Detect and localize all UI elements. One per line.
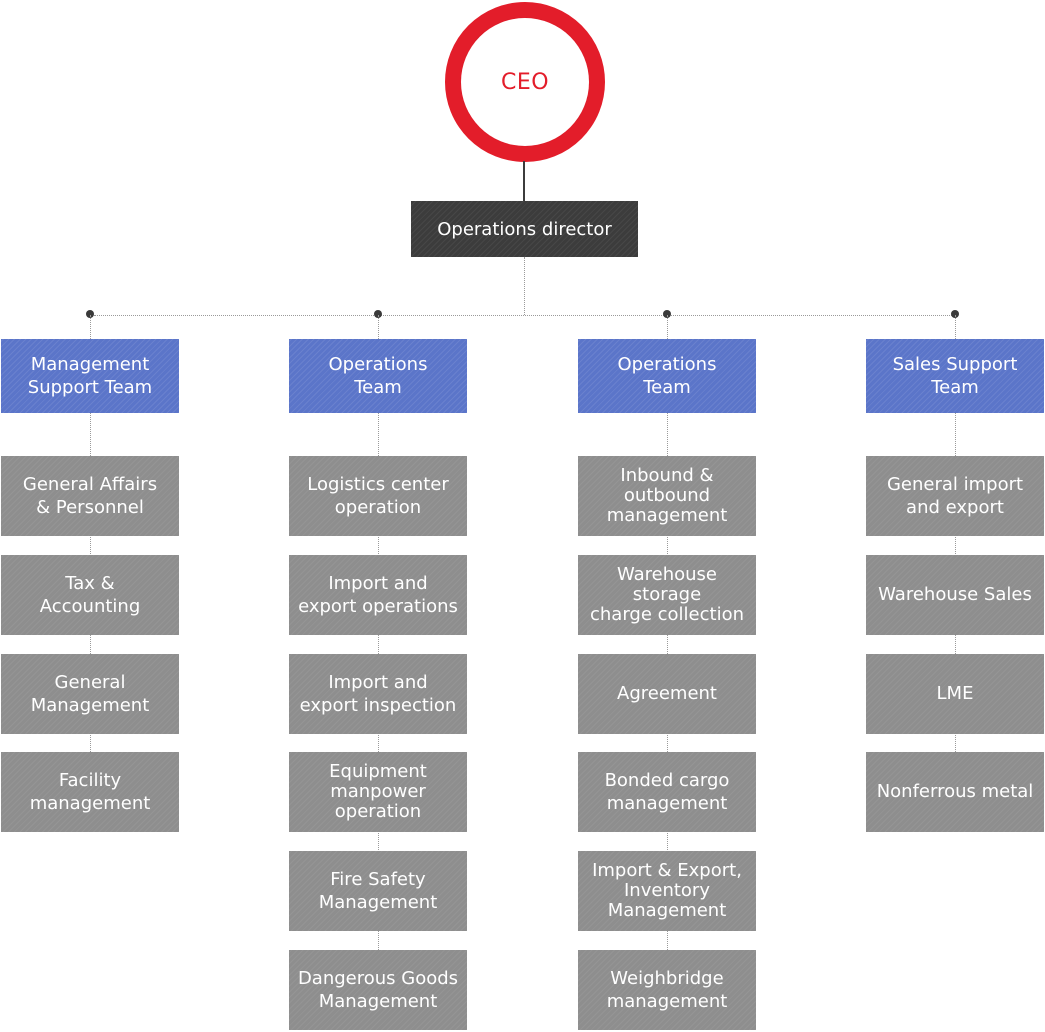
task-box: Import and export operations (289, 555, 467, 635)
task-box: Logistics center operation (289, 456, 467, 536)
team-connector-line (378, 315, 379, 339)
task-label: Warehouse storage charge collection (589, 564, 744, 625)
task-box: Facility management (1, 752, 179, 832)
team-box: Management Support Team (1, 339, 179, 413)
task-box: Equipment manpower operation (289, 752, 467, 832)
task-box: Tax & Accounting (1, 555, 179, 635)
task-label: Facility management (29, 769, 151, 814)
task-label: Tax & Accounting (39, 572, 141, 617)
team-box: Sales Support Team (866, 339, 1044, 413)
team-label: Operations Team (328, 353, 428, 398)
task-box: Nonferrous metal (866, 752, 1044, 832)
task-label: Inbound & outbound management (606, 465, 728, 526)
task-label: General import and export (886, 473, 1024, 518)
task-label: Equipment manpower operation (329, 761, 427, 822)
task-box: General Affairs & Personnel (1, 456, 179, 536)
task-label: General Management (30, 671, 150, 716)
team-connector-line (955, 315, 956, 339)
team-connector-dot (374, 310, 382, 318)
task-label: General Affairs & Personnel (22, 473, 158, 518)
task-label: Agreement (617, 683, 717, 705)
task-box: Import & Export, Inventory Management (578, 851, 756, 931)
team-connector-dot (86, 310, 94, 318)
task-label: Import and export operations (298, 572, 458, 617)
ceo-label: CEO (461, 18, 589, 146)
task-box: Fire Safety Management (289, 851, 467, 931)
task-label: Weighbridge management (606, 967, 728, 1012)
task-box: Bonded cargo management (578, 752, 756, 832)
ceo-node: CEO (445, 2, 605, 162)
task-label: Nonferrous metal (876, 781, 1034, 803)
team-label: Management Support Team (27, 353, 153, 398)
task-box: Weighbridge management (578, 950, 756, 1030)
team-connector-line (90, 315, 91, 339)
team-connector-dot (951, 310, 959, 318)
director-bus-connector (524, 257, 525, 315)
team-box: Operations Team (578, 339, 756, 413)
task-label: Dangerous Goods Management (297, 967, 459, 1012)
task-box: LME (866, 654, 1044, 734)
task-box: General import and export (866, 456, 1044, 536)
task-box: Inbound & outbound management (578, 456, 756, 536)
operations-director-node: Operations director (411, 201, 638, 257)
team-connector-dot (663, 310, 671, 318)
task-box: Warehouse Sales (866, 555, 1044, 635)
task-box: Agreement (578, 654, 756, 734)
team-bus-line (94, 315, 958, 316)
task-label: Bonded cargo management (604, 769, 730, 814)
team-connector-line (667, 315, 668, 339)
task-box: Dangerous Goods Management (289, 950, 467, 1030)
task-label: Import & Export, Inventory Management (592, 860, 742, 921)
task-label: Fire Safety Management (318, 868, 438, 913)
team-label: Sales Support Team (892, 353, 1018, 398)
task-box: General Management (1, 654, 179, 734)
team-box: Operations Team (289, 339, 467, 413)
ceo-director-connector (523, 161, 525, 202)
task-label: LME (936, 683, 974, 705)
task-label: Warehouse Sales (878, 584, 1032, 606)
task-box: Warehouse storage charge collection (578, 555, 756, 635)
task-box: Import and export inspection (289, 654, 467, 734)
team-label: Operations Team (617, 353, 717, 398)
task-label: Import and export inspection (299, 671, 457, 716)
task-label: Logistics center operation (307, 473, 449, 518)
